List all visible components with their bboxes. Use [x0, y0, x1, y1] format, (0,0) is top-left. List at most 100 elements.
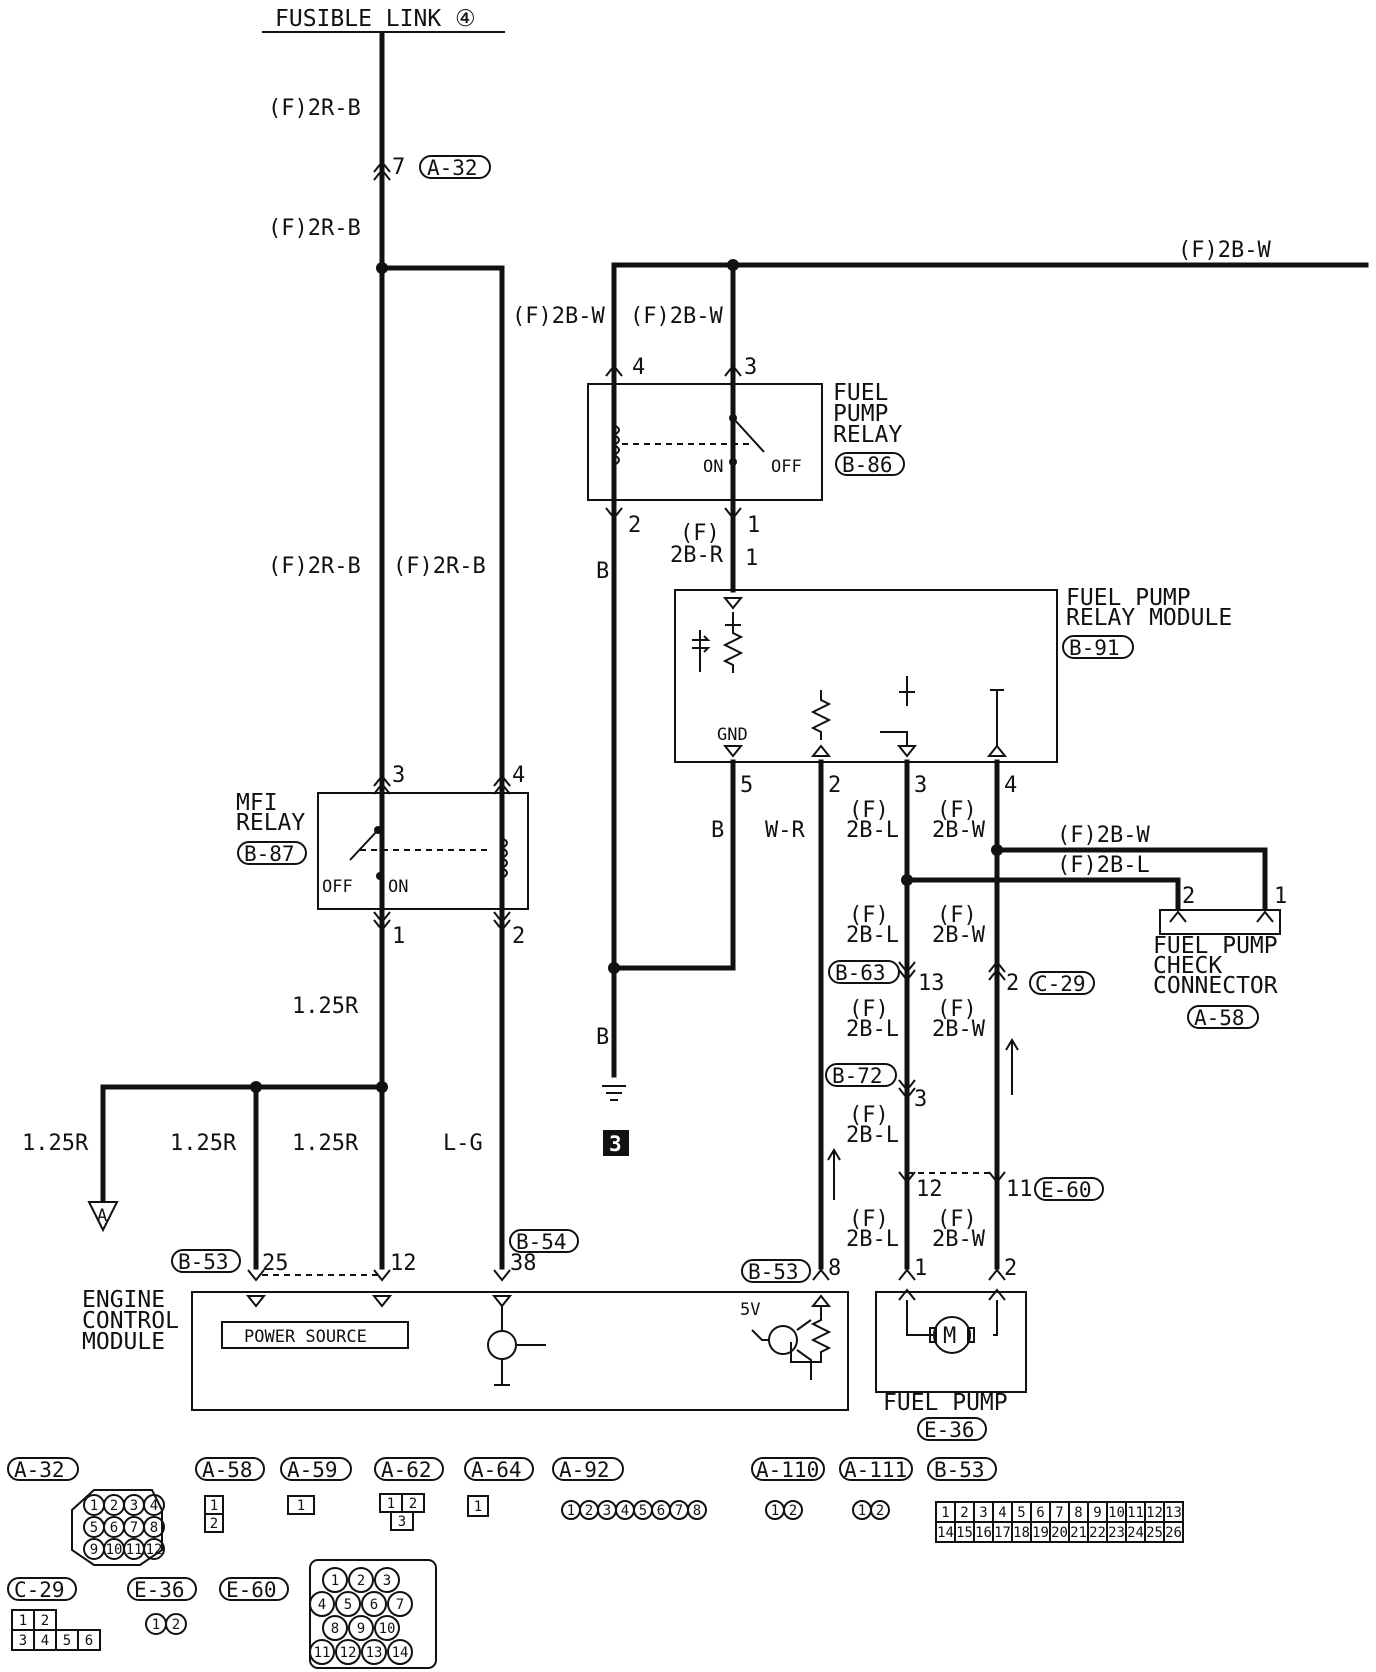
legend-code-e36: E-36 [134, 1578, 185, 1602]
ref-e36: E-36 [924, 1418, 975, 1442]
junction-dot [608, 962, 620, 974]
legend-pin-number: 7 [675, 1503, 683, 1519]
relay-module-title-1: FUEL PUMP [1066, 585, 1191, 611]
legend-pin-cell [287, 1495, 315, 1515]
pin-5: 5 [740, 773, 753, 798]
wire-label-f-1: (F) [849, 798, 889, 823]
legend-pin-number: 2 [110, 1498, 118, 1514]
wire-label-f-3: (F) [849, 903, 889, 928]
legend-badge [927, 1457, 997, 1481]
check-connector-title-2: CHECK [1153, 953, 1222, 979]
ecm-title-1: ENGINE [82, 1287, 165, 1313]
wire-label-b-3: B [596, 1025, 609, 1050]
legend-badge [7, 1577, 77, 1601]
legend-pin-number: 9 [90, 1542, 98, 1558]
module-components [692, 612, 744, 673]
legend-pin-number: 17 [994, 1525, 1011, 1541]
legend-pin-number: 26 [1165, 1525, 1182, 1541]
mfi-relay-title-1: MFI [236, 790, 278, 816]
legend-pin-number: 12 [146, 1542, 163, 1558]
pin-25: 25 [262, 1251, 289, 1276]
pin-2b: 2 [828, 773, 841, 798]
ref-badge-b86 [835, 452, 905, 476]
motor-label: M [943, 1324, 956, 1349]
legend-pin-number: 8 [150, 1520, 158, 1536]
legend-badge [7, 1457, 79, 1481]
ref-badge-e60 [1034, 1177, 1104, 1201]
legend-pin-number: 1 [474, 1499, 482, 1515]
wire-label-2bw-3: 2B-W [932, 1017, 986, 1042]
pin-triangle [722, 597, 744, 610]
legend-pin-number: 9 [1093, 1505, 1101, 1521]
ref-badge-e36 [917, 1417, 987, 1441]
wire-label-2bw-1: 2B-W [932, 818, 986, 843]
legend-badge [280, 1457, 352, 1481]
junction-dot [250, 1081, 262, 1093]
legend-pin-number: 2 [172, 1617, 180, 1633]
ref-badge-b63 [828, 960, 900, 984]
ref-badge-b87 [237, 841, 307, 865]
legend-pin-number: 14 [392, 1645, 409, 1661]
legend-pin-cell [387, 1591, 413, 1617]
relay-module-title-2: RELAY MODULE [1066, 605, 1232, 631]
off-page-arrow [87, 1201, 119, 1233]
pump-wiring [906, 1300, 998, 1336]
ecm-transistor [487, 1330, 517, 1360]
junction-dot [376, 262, 388, 274]
legend-pin-number: 3 [383, 1573, 391, 1589]
motor-brush [929, 1327, 937, 1343]
legend-pin-number: 20 [1051, 1525, 1068, 1541]
wire-label-2bl-3: 2B-L [846, 1017, 899, 1042]
pin-4c: 4 [512, 763, 525, 788]
legend-pin-cell [374, 1567, 400, 1593]
pin-1b: 1 [745, 546, 758, 571]
legend-pin-number: 13 [1165, 1505, 1182, 1521]
wire-label-2rb-2: (F)2R-B [268, 216, 361, 241]
switch-contact [376, 872, 384, 880]
wire-label-check-2bl: (F)2B-L [1057, 853, 1150, 878]
legend-pin-cell [1163, 1521, 1184, 1543]
legend-pin-number: 7 [396, 1597, 404, 1613]
legend-pin-number: 1 [297, 1498, 305, 1514]
five-v-label: 5V [740, 1300, 760, 1320]
legend-pin-number: 3 [979, 1505, 987, 1521]
switch-blade [732, 417, 765, 453]
legend-code-a32: A-32 [14, 1458, 65, 1482]
pin-7: 7 [392, 155, 405, 180]
ref-badge-b72 [825, 1063, 897, 1087]
fuel-pump-title: FUEL PUMP [883, 1390, 1008, 1416]
legend-badge [751, 1457, 825, 1481]
legend-a64-pins: 1 [467, 1495, 489, 1517]
legend-code-e60: E-60 [226, 1578, 277, 1602]
legend-pin-cell [165, 1613, 187, 1635]
legend-badge [374, 1457, 444, 1481]
legend-pin-number: 4 [621, 1503, 629, 1519]
ecm-title-3: MODULE [82, 1329, 165, 1355]
ecm-title-2: CONTROL [82, 1308, 179, 1334]
pin-12b: 12 [390, 1251, 417, 1276]
legend-pin-number: 8 [1074, 1505, 1082, 1521]
pin-1: 1 [747, 513, 760, 538]
pin-2f: 2 [1004, 1256, 1017, 1281]
pin-1d: 1 [392, 924, 405, 949]
legend-a58-pins: 12 [204, 1495, 224, 1533]
switch-contact [729, 458, 737, 466]
flow-arrowhead [827, 1148, 841, 1161]
legend-pin-number: 4 [998, 1505, 1006, 1521]
legend-pin-number: 23 [1108, 1525, 1125, 1541]
legend-pin-number: 8 [331, 1621, 339, 1637]
legend-pin-number: 10 [1108, 1505, 1125, 1521]
legend-pin-number: 2 [789, 1503, 797, 1519]
legend-pin-number: 1 [210, 1498, 218, 1514]
pin-2c: 2 [1182, 884, 1195, 909]
legend-pin-cell [143, 1494, 165, 1516]
legend-pin-number: 11 [1127, 1505, 1144, 1521]
pin-1e: 1 [914, 1256, 927, 1281]
pin-3b: 3 [914, 773, 927, 798]
wire-label-f-7: (F) [849, 1103, 889, 1128]
legend-pin-number: 11 [126, 1542, 143, 1558]
